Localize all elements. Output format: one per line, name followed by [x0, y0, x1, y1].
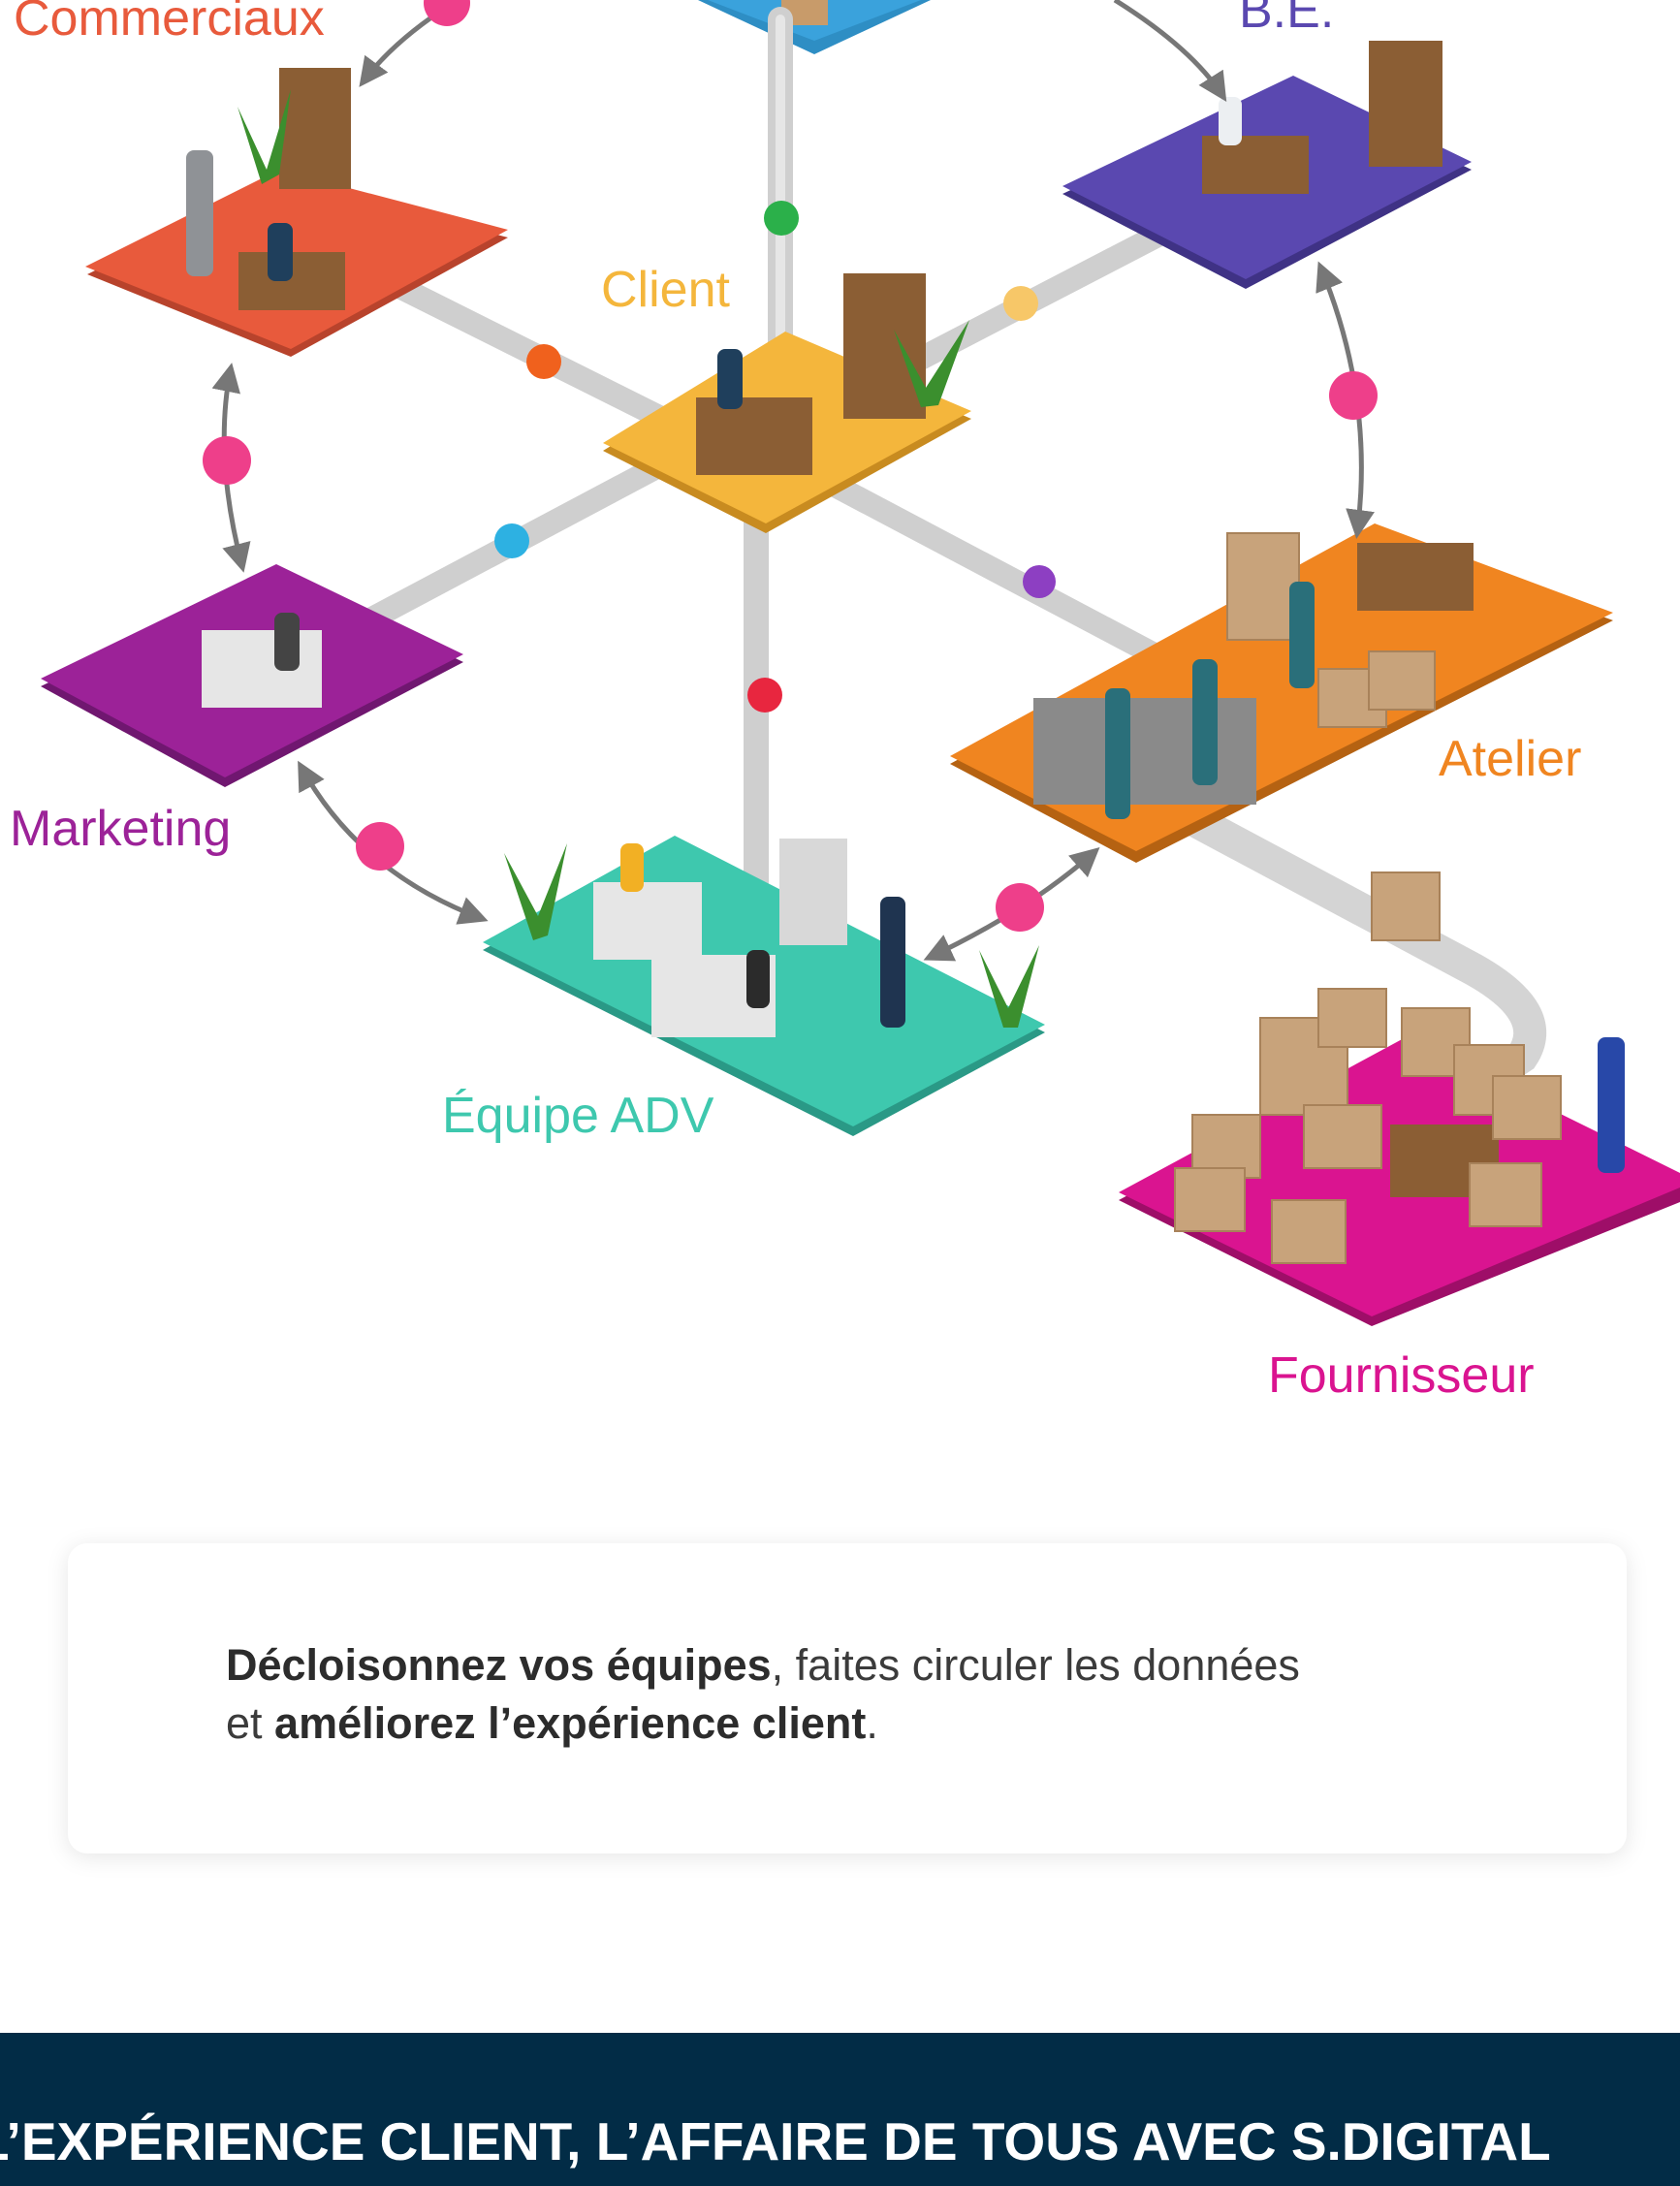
banner-title: L’EXPÉRIENCE CLIENT, L’AFFAIRE DE TOUS A… [0, 2111, 1551, 2171]
label-marketing: Marketing [10, 801, 231, 857]
message-bold-1: Décloisonnez vos équipes [226, 1640, 772, 1690]
label-be: B.E. [1239, 0, 1334, 39]
collaboration-diagram: Commerciaux B.E. Client Marketing Atelie… [10, 0, 1680, 1404]
people [186, 97, 1625, 1173]
label-atelier: Atelier [1439, 731, 1581, 787]
furniture [202, 41, 1499, 1197]
label-client: Client [601, 262, 730, 318]
message-card: Décloisonnez vos équipes, faites circule… [68, 1543, 1627, 1853]
message-text-5: . [866, 1698, 878, 1748]
message-text: Décloisonnez vos équipes, faites circule… [226, 1636, 1486, 1753]
top-platform [698, 0, 931, 54]
label-commerciaux: Commerciaux [14, 0, 325, 47]
label-fournisseur: Fournisseur [1268, 1347, 1535, 1404]
plants [238, 89, 1039, 1028]
message-text-3: et [226, 1698, 275, 1748]
boxes [1174, 532, 1562, 1264]
data-bubbles [203, 0, 1378, 932]
message-text-2: , faites circuler les données [771, 1640, 1300, 1690]
message-bold-2: améliorez l’expérience client [274, 1698, 867, 1748]
footer-banner: L’EXPÉRIENCE CLIENT, L’AFFAIRE DE TOUS A… [0, 2033, 1680, 2186]
label-equipe-adv: Équipe ADV [442, 1088, 714, 1144]
